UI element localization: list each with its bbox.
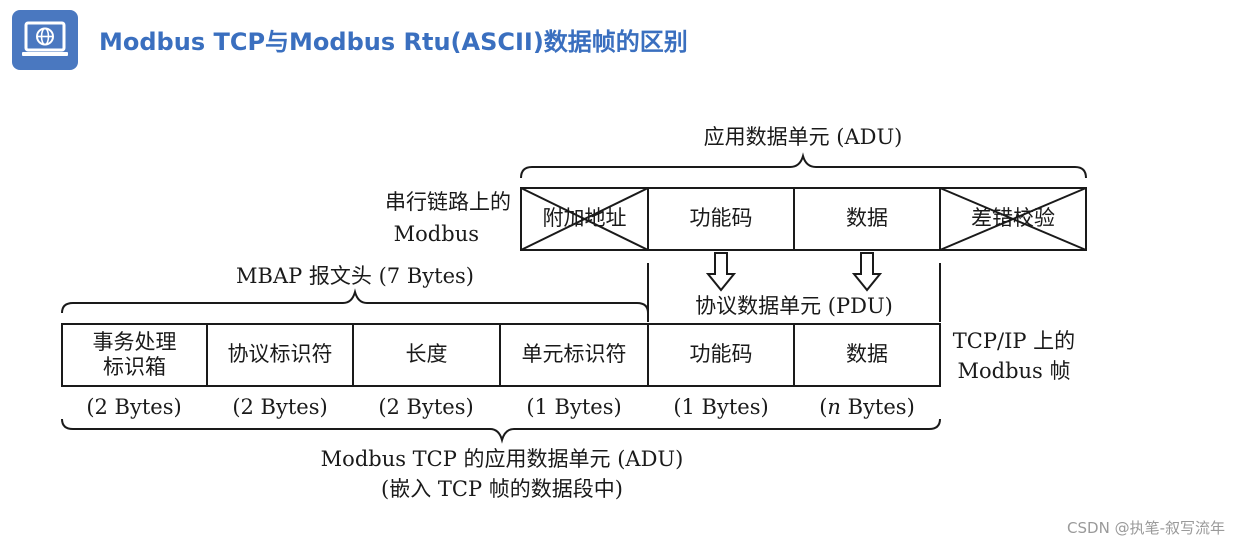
tcp-cell-label: 事务处理 xyxy=(92,329,177,354)
serial-cell-label: 功能码 xyxy=(689,206,753,231)
tcp-cell-transaction-id: 事务处理 标识箱 xyxy=(62,324,207,386)
byte-size-label: (n Bytes) xyxy=(819,395,915,420)
adu-brace xyxy=(520,152,1087,179)
tcp-cell-label: 数据 xyxy=(846,342,888,367)
tcp-cell-data: 数据 xyxy=(794,324,940,386)
page-title: Modbus TCP与Modbus Rtu(ASCII)数据帧的区别 xyxy=(99,28,688,56)
byte-size-close: Bytes) xyxy=(840,395,915,419)
tcp-cell-label: 长度 xyxy=(405,342,448,367)
byte-size-label: (2 Bytes) xyxy=(232,395,328,419)
tcp-cell-label: 标识箱 xyxy=(103,355,166,379)
tcp-row-label-line1: TCP/IP 上的 xyxy=(952,329,1076,353)
mbap-brace xyxy=(61,288,649,314)
byte-size-label: (2 Bytes) xyxy=(378,395,474,419)
mbap-label: MBAP 报文头 (7 Bytes) xyxy=(236,264,474,288)
byte-size-label: (1 Bytes) xyxy=(673,395,769,419)
arrow-down-icon xyxy=(851,252,883,292)
tcp-adu-sublabel: (嵌入 TCP 帧的数据段中) xyxy=(381,477,623,501)
tcp-cell-unit-id: 单元标识符 xyxy=(500,324,648,386)
serial-cell-data: 数据 xyxy=(794,188,940,250)
adu-label: 应用数据单元 (ADU) xyxy=(703,125,903,149)
serial-row-label-line2: Modbus xyxy=(393,222,479,246)
byte-size-variable: n xyxy=(827,395,841,419)
tcp-cell-label: 协议标识符 xyxy=(227,342,333,367)
serial-cell-label: 附加地址 xyxy=(542,206,627,231)
serial-cell-label: 差错校验 xyxy=(971,206,1055,231)
serial-cell-function-code: 功能码 xyxy=(648,188,794,250)
tcp-cell-label: 功能码 xyxy=(689,342,753,367)
serial-cell-address: 附加地址 xyxy=(521,188,648,250)
tcp-cell-protocol-id: 协议标识符 xyxy=(207,324,353,386)
watermark: CSDN @执笔-叙写流年 xyxy=(1067,519,1225,537)
byte-size-open: ( xyxy=(819,395,828,419)
tcp-cell-function-code: 功能码 xyxy=(648,324,794,386)
serial-row-label-line1: 串行链路上的 xyxy=(385,190,511,214)
tcp-row-label-line2: Modbus 帧 xyxy=(957,359,1071,383)
tcp-cell-length: 长度 xyxy=(353,324,500,386)
tcp-adu-label: Modbus TCP 的应用数据单元 (ADU) xyxy=(320,447,684,471)
byte-size-label: (1 Bytes) xyxy=(526,395,622,419)
tcp-adu-brace xyxy=(61,418,941,444)
tcp-cell-label: 单元标识符 xyxy=(521,342,627,367)
serial-frame-box xyxy=(520,187,1087,251)
serial-cell-error-check: 差错校验 xyxy=(940,188,1086,250)
byte-size-label: (2 Bytes) xyxy=(86,395,182,419)
serial-cell-label: 数据 xyxy=(846,206,888,231)
monitor-globe-icon xyxy=(12,10,78,70)
arrow-down-icon xyxy=(705,252,737,292)
pdu-label: 协议数据单元 (PDU) xyxy=(695,294,893,318)
